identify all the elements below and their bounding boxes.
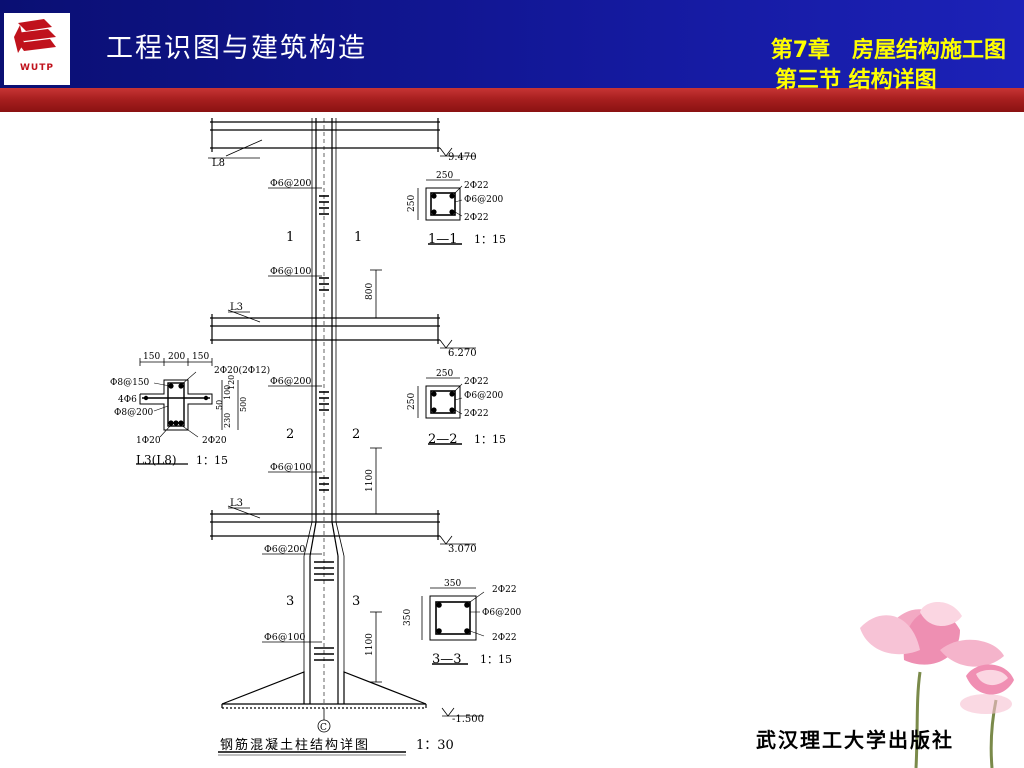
section-3-height: 350 [403,609,413,626]
dimension-1100-a: 1100 [365,469,375,492]
cut-mark-left-1: 1 [286,230,294,245]
section-2-width: 250 [436,369,453,379]
footing [221,671,427,733]
beam-section-scale: 1：15 [196,454,228,467]
section-3-bar-bottom: 2Φ22 [492,633,517,643]
beam-side-bars: 4Φ6 [118,395,137,405]
beam-mid [210,314,440,344]
section-1-label: 1—1 [428,232,458,247]
beam-dim-230: 230 [223,413,232,428]
section-3-bar-top: 2Φ22 [492,585,517,595]
section-2-scale: 1：15 [474,433,506,446]
elevation-top: 9.470 [448,152,477,163]
section-1-width: 250 [436,171,453,181]
cut-mark-right-2: 2 [352,427,360,442]
cut-mark-left-3: 3 [286,594,294,609]
beam-dim-right: 150 [192,352,209,362]
beam-bottom-right: 2Φ20 [202,436,227,446]
section-3-3 [421,587,485,665]
elevation-low: 3.070 [448,544,477,555]
section-1-scale: 1：15 [474,233,506,246]
dimension-1100-b: 1100 [365,633,375,656]
stirrup-label: Φ6@200 [270,178,311,189]
beam-section-label: L3(L8) [136,453,177,467]
cut-mark-right-1: 1 [354,230,362,245]
cut-mark-right-3: 3 [352,594,360,609]
logo-text: WUTP [20,63,54,73]
section-2-height: 250 [407,393,417,410]
elevation-mid: 6.270 [448,348,477,359]
chapter-title: 第7章 房屋结构施工图 [770,38,1006,63]
section-3-stirrup: Φ6@200 [482,608,522,618]
beam-low [210,510,440,540]
beam-stirrup-b: Φ8@200 [114,408,154,418]
stirrup-label: Φ6@200 [264,544,305,555]
beam-label-l3-lower: L3 [230,498,243,509]
lap-splice-marks [314,195,334,661]
stirrup-label: Φ6@100 [270,266,311,277]
section-1-bar-bottom: 2Φ22 [464,213,489,223]
section-3-label: 3—3 [432,652,462,667]
elevation-markers [439,147,484,717]
column-body [303,118,345,706]
beam-label-l8: L8 [212,158,225,169]
beam-dim-50: 50 [215,400,224,410]
beam-dim-500: 500 [239,397,248,412]
section-1-bar-top: 2Φ22 [464,181,489,191]
axis-label: C [320,723,327,733]
beam-section-l3 [136,358,239,465]
beam-top [210,118,440,152]
elevation-base: -1.500 [452,714,484,725]
section-2-bar-bottom: 2Φ22 [464,409,489,419]
beam-label-l3-upper: L3 [230,302,243,313]
section-1-height: 250 [407,195,417,212]
dimension-800: 800 [365,283,375,300]
beam-bottom-left: 1Φ20 [136,436,161,446]
section-1-stirrup: Φ6@200 [464,195,504,205]
beam-stirrup-a: Φ8@150 [110,378,150,388]
section-2-bar-top: 2Φ22 [464,377,489,387]
dimension-lines [370,269,382,683]
header-red-band [0,88,1024,112]
drawing-title-scale: 1：30 [416,738,454,753]
beam-top-bars: 2Φ20(2Φ12) [214,365,270,376]
cut-mark-left-2: 2 [286,427,294,442]
beam-dim-left: 150 [143,352,160,362]
publisher-name: 武汉理工大学出版社 [756,728,954,752]
section-2-stirrup: Φ6@200 [464,391,504,401]
section-title: 第三节 结构详图 [775,68,937,93]
drawing-title: 钢筋混凝土柱结构详图 [220,737,370,753]
column-detail-drawing: L8 L3 L3 9.470 6.270 3.070 -1.500 Φ6@200… [110,118,1014,768]
section-2-2 [417,377,463,445]
beam-dim-120: 120 [227,375,236,390]
stirrup-label: Φ6@100 [270,462,311,473]
course-title: 工程识图与建筑构造 [106,33,367,64]
logo-mark-icon [14,19,56,53]
stirrup-label: Φ6@100 [264,632,305,643]
beam-dim-center: 200 [168,352,185,362]
publisher-logo: WUTP [4,13,70,85]
lotus-flower-icon [860,602,1014,768]
stirrup-label: Φ6@200 [270,376,311,387]
section-3-width: 350 [444,579,461,589]
section-3-scale: 1：15 [480,653,512,666]
beam-dim-100: 100 [223,385,232,400]
header-banner [0,0,1024,88]
section-2-label: 2—2 [428,432,458,447]
section-1-1 [417,179,463,245]
